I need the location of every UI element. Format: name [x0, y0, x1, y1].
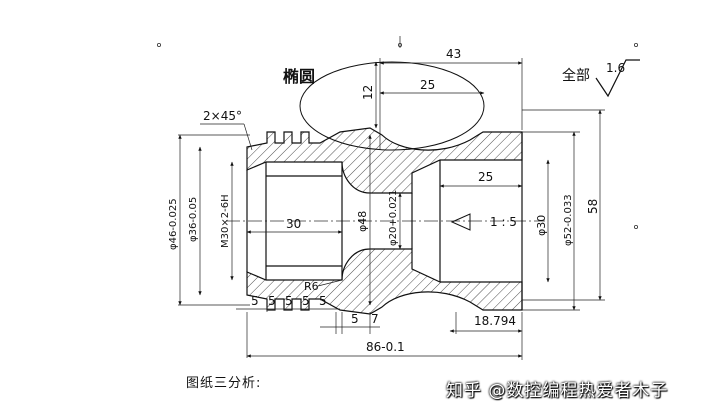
dim-d52: φ52-0.033 [563, 194, 574, 246]
dim-thread: M30×2-6H [220, 194, 231, 248]
dim-r6: R6 [304, 280, 319, 293]
groove-dim-4: 5 [302, 294, 310, 308]
dim-18794: 18.794 [474, 314, 516, 328]
dimension-texts: 43 25 12 25 30 1 : 5 2×45° φ46-0.025 φ36… [168, 47, 600, 354]
section-hatch-upper [246, 127, 523, 315]
dim-30-bore: 30 [286, 217, 301, 231]
dim-d30: φ30 [535, 215, 548, 236]
dim-12: 12 [361, 85, 375, 100]
dim-58: 58 [586, 199, 600, 214]
surface-finish-value: 1.6 [606, 61, 625, 75]
dim-25-top: 25 [420, 78, 435, 92]
dim-d36: φ36-0.05 [188, 197, 199, 242]
label-ellipse: 椭圆 [283, 67, 315, 86]
caption: 图纸三分析: [186, 376, 262, 391]
dim-5: 5 [351, 312, 359, 326]
taper-ratio: 1 : 5 [490, 215, 517, 229]
chamfer-label: 2×45° [203, 109, 242, 123]
ellipse-outline [299, 61, 485, 151]
dim-86: 86-0.1 [366, 340, 405, 354]
dim-d48: φ48 [356, 211, 369, 232]
dimension-lines [178, 58, 605, 360]
watermark: 知乎 @数控编程热爱者木子 [446, 381, 669, 401]
dim-d20: φ20+0.021 [388, 190, 399, 246]
groove-dim-3: 5 [285, 294, 293, 308]
dim-7: 7 [371, 312, 379, 326]
groove-dim-5: 5 [319, 294, 327, 308]
dim-25-taper: 25 [478, 170, 493, 184]
taper-symbol [450, 213, 471, 231]
groove-dim-2: 5 [268, 294, 276, 308]
surface-finish-prefix: 全部 [562, 67, 590, 84]
dim-d46: φ46-0.025 [168, 198, 179, 250]
registration-marks [156, 36, 639, 229]
surface-finish-symbol [595, 59, 640, 98]
dim-total-top: 43 [446, 47, 461, 61]
part-outline [246, 132, 523, 310]
groove-dim-1: 5 [251, 294, 259, 308]
